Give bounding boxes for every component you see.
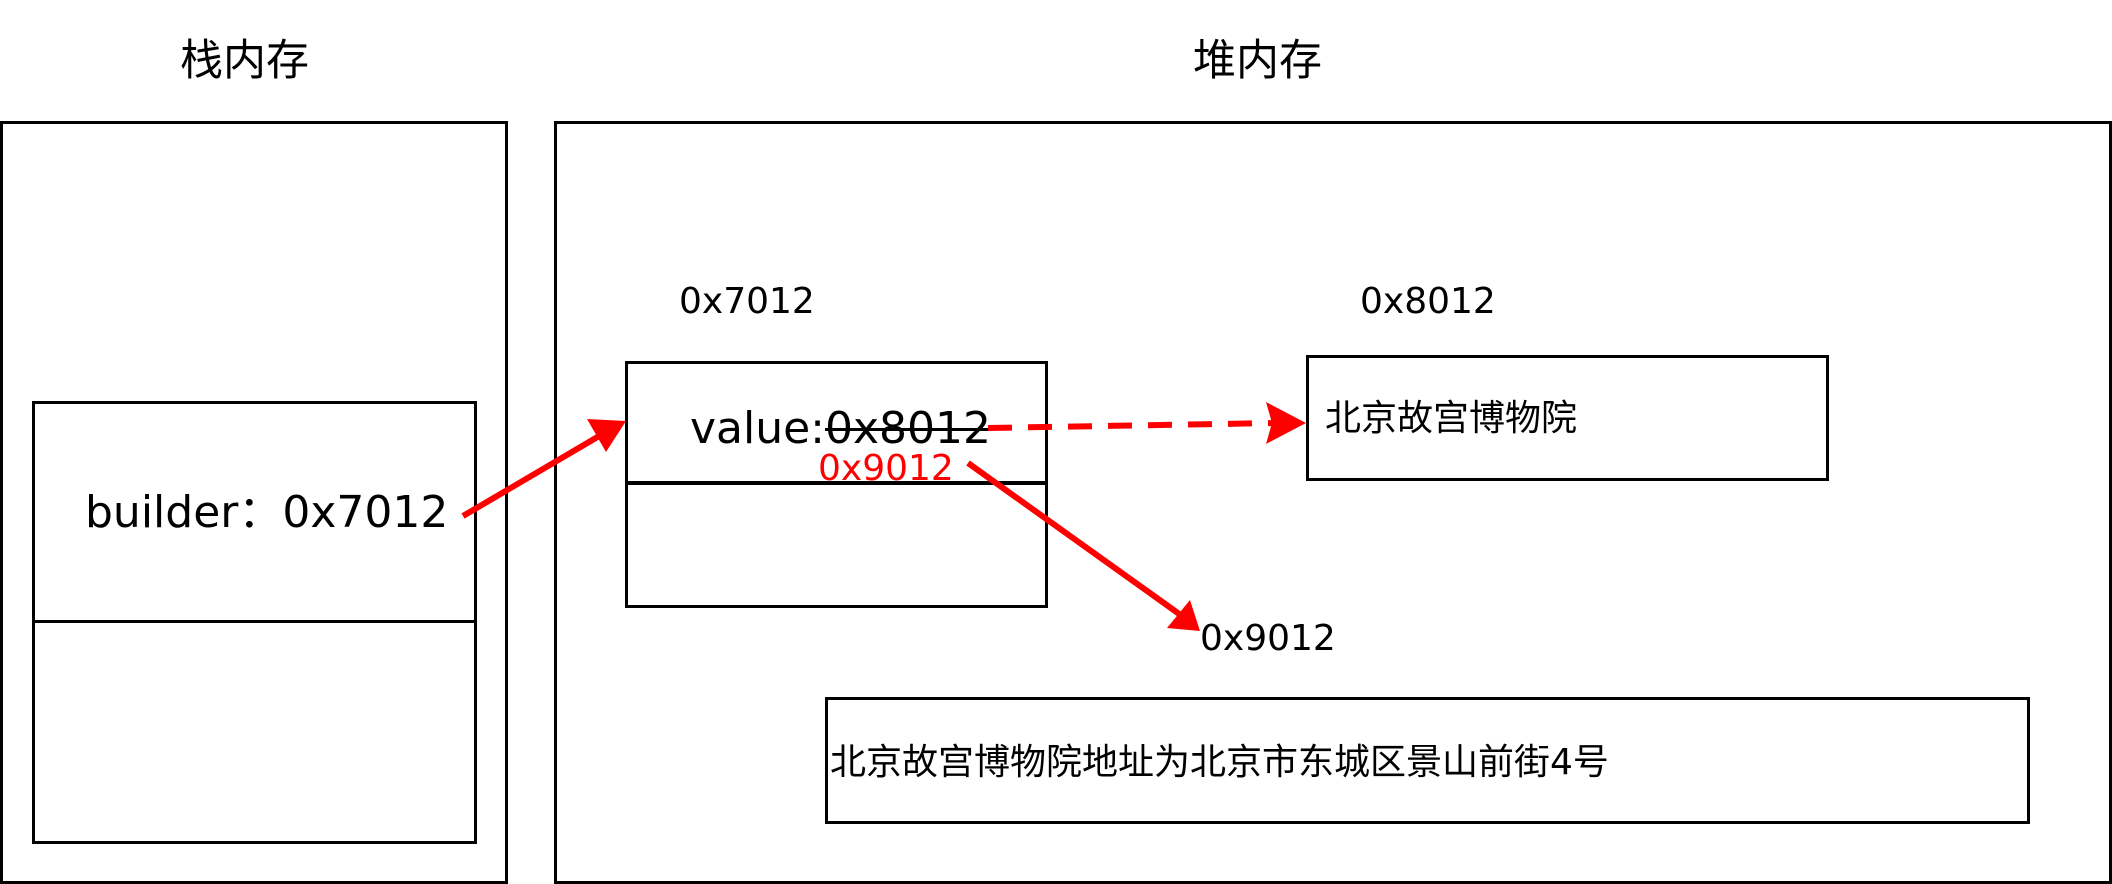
builder-object-address: 0x7012 — [679, 281, 815, 322]
old-string-box — [1306, 355, 1829, 481]
heap-memory-title: 堆内存 — [1193, 36, 1322, 86]
old-value-pointer: 0x8012 — [825, 403, 992, 454]
new-string-text: 北京故宫博物院地址为北京市东城区景山前街4号 — [830, 742, 1609, 783]
new-string-box — [825, 697, 2030, 824]
value-label: value: — [690, 403, 826, 454]
stack-frame-empty-cell — [32, 620, 477, 844]
builder-value-field: value:0x8012 — [690, 407, 991, 451]
new-value-pointer: 0x9012 — [818, 448, 954, 489]
builder-variable: builder：0x7012 — [85, 487, 449, 538]
old-string-text: 北京故宫博物院 — [1325, 398, 1578, 439]
builder-object-empty-cell — [625, 481, 1048, 608]
old-string-address: 0x8012 — [1360, 281, 1496, 322]
stack-memory-title: 栈内存 — [180, 36, 309, 86]
new-string-address: 0x9012 — [1200, 618, 1336, 659]
